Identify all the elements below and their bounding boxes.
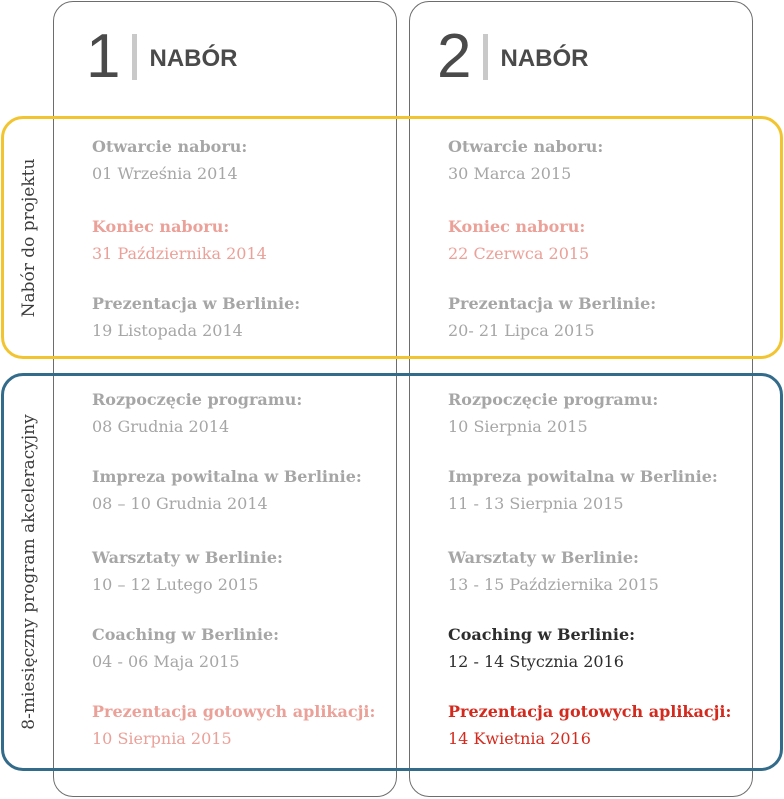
column-2-frame [409, 1, 753, 797]
column-1-header: 1 NABÓR [86, 25, 237, 89]
item-date: 10 Sierpnia 2015 [92, 729, 232, 748]
item-label: Rozpoczęcie programu: [448, 390, 659, 409]
col1-berlin-presentation: Prezentacja w Berlinie: 19 Listopada 201… [92, 294, 300, 341]
item-date: 01 Września 2014 [92, 164, 238, 183]
item-date: 12 - 14 Stycznia 2016 [448, 652, 624, 671]
item-label: Impreza powitalna w Berlinie: [92, 467, 362, 486]
item-label: Coaching w Berlinie: [448, 625, 636, 644]
column-1-number: 1 [86, 22, 121, 91]
col2-program-start: Rozpoczęcie programu: 10 Sierpnia 2015 [448, 390, 658, 437]
item-label: Coaching w Berlinie: [92, 625, 280, 644]
column-2-title: NABÓR [500, 45, 589, 72]
item-date: 14 Kwietnia 2016 [448, 729, 591, 748]
recruitment-band-label: Nabór do projektu [19, 158, 39, 318]
item-label: Impreza powitalna w Berlinie: [448, 467, 718, 486]
col2-final-presentation: Prezentacja gotowych aplikacji: 14 Kwiet… [448, 702, 731, 749]
recruitment-band [1, 116, 783, 359]
item-label: Koniec naboru: [448, 217, 586, 236]
acceleration-program-band [1, 373, 783, 771]
item-label: Koniec naboru: [92, 217, 230, 236]
item-date: 22 Czerwca 2015 [448, 244, 590, 263]
item-date: 04 - 06 Maja 2015 [92, 652, 240, 671]
item-date: 08 – 10 Grudnia 2014 [92, 494, 268, 513]
col1-recruitment-close: Koniec naboru: 31 Października 2014 [92, 217, 267, 264]
item-label: Rozpoczęcie programu: [92, 390, 303, 409]
item-label: Prezentacja gotowych aplikacji: [448, 702, 732, 721]
item-date: 19 Listopada 2014 [92, 321, 243, 340]
item-label: Prezentacja w Berlinie: [448, 294, 657, 313]
item-label: Prezentacja gotowych aplikacji: [92, 702, 376, 721]
col2-recruitment-close: Koniec naboru: 22 Czerwca 2015 [448, 217, 589, 264]
item-label: Prezentacja w Berlinie: [92, 294, 301, 313]
item-date: 13 - 15 Października 2015 [448, 575, 659, 594]
item-date: 10 – 12 Lutego 2015 [92, 575, 259, 594]
column-1-title: NABÓR [149, 45, 238, 72]
item-date: 08 Grudnia 2014 [92, 417, 230, 436]
col1-program-start: Rozpoczęcie programu: 08 Grudnia 2014 [92, 390, 302, 437]
col2-workshops: Warsztaty w Berlinie: 13 - 15 Październi… [448, 548, 659, 595]
column-1-frame [53, 1, 397, 797]
header-divider [483, 34, 489, 80]
col2-coaching: Coaching w Berlinie: 12 - 14 Stycznia 20… [448, 625, 635, 672]
item-label: Otwarcie naboru: [448, 137, 604, 156]
column-2-header: 2 NABÓR [437, 25, 588, 89]
col1-final-presentation: Prezentacja gotowych aplikacji: 10 Sierp… [92, 702, 375, 749]
col2-recruitment-open: Otwarcie naboru: 30 Marca 2015 [448, 137, 603, 184]
acceleration-band-label: 8-miesięczny program akceleracyjny [19, 414, 39, 730]
item-date: 31 Października 2014 [92, 244, 267, 263]
item-date: 30 Marca 2015 [448, 164, 572, 183]
col1-recruitment-open: Otwarcie naboru: 01 Września 2014 [92, 137, 247, 184]
header-divider [132, 34, 138, 80]
col1-coaching: Coaching w Berlinie: 04 - 06 Maja 2015 [92, 625, 279, 672]
item-label: Otwarcie naboru: [92, 137, 248, 156]
column-2-number: 2 [437, 22, 472, 91]
item-date: 20- 21 Lipca 2015 [448, 321, 595, 340]
col1-workshops: Warsztaty w Berlinie: 10 – 12 Lutego 201… [92, 548, 283, 595]
col2-welcome-party: Impreza powitalna w Berlinie: 11 - 13 Si… [448, 467, 718, 514]
col1-welcome-party: Impreza powitalna w Berlinie: 08 – 10 Gr… [92, 467, 362, 514]
col2-berlin-presentation: Prezentacja w Berlinie: 20- 21 Lipca 201… [448, 294, 656, 341]
item-date: 10 Sierpnia 2015 [448, 417, 588, 436]
item-date: 11 - 13 Sierpnia 2015 [448, 494, 624, 513]
item-label: Warsztaty w Berlinie: [448, 548, 639, 567]
item-label: Warsztaty w Berlinie: [92, 548, 283, 567]
